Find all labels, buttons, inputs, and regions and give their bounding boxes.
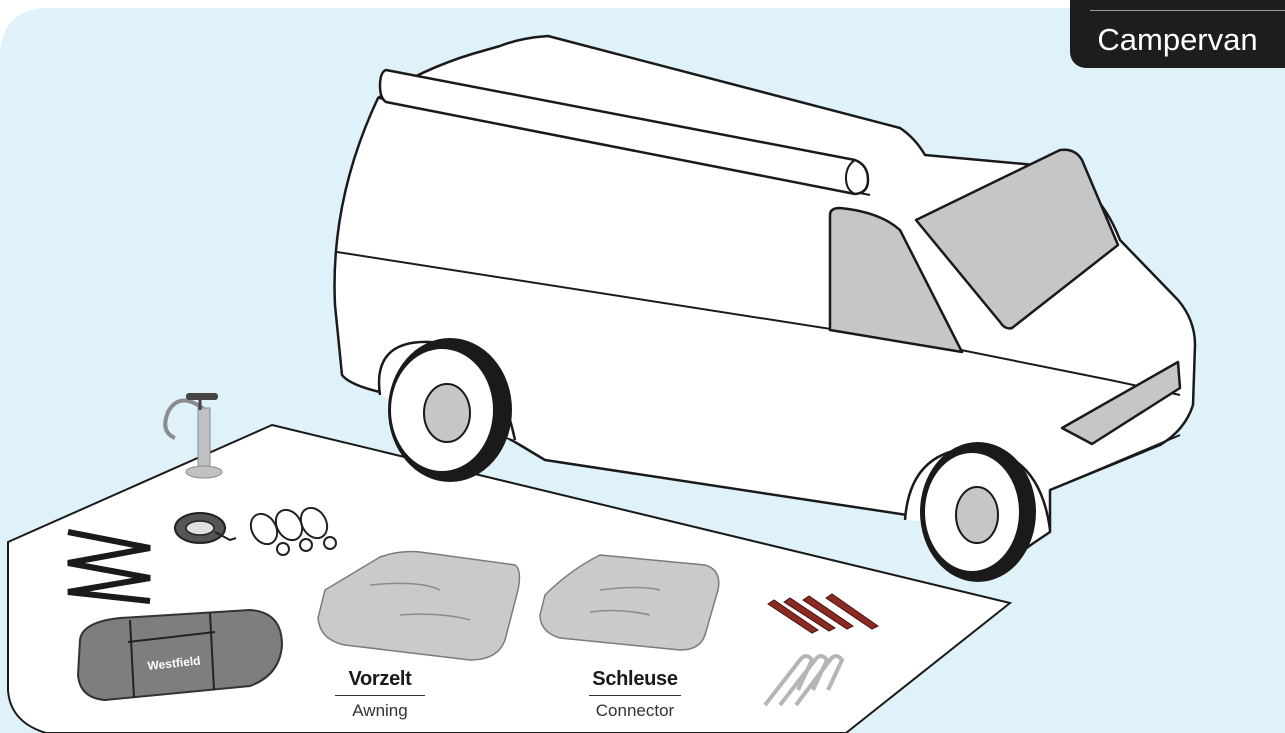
front-wheel [920, 442, 1036, 582]
connector-label-en: Connector [575, 700, 695, 722]
badge-label: Campervan [1070, 20, 1285, 60]
connector-label-de: Schleuse [575, 666, 695, 692]
awning-label-en: Awning [330, 700, 430, 722]
awning-label: Vorzelt Awning [330, 666, 430, 722]
connector-label-rule [589, 695, 681, 696]
tent-bag-icon: Westfield [78, 610, 282, 700]
campervan-badge: Campervan [1070, 0, 1285, 68]
awning-label-de: Vorzelt [330, 666, 430, 692]
connector-label: Schleuse Connector [575, 666, 695, 722]
badge-rule [1090, 10, 1285, 11]
awning-label-rule [335, 695, 425, 696]
rear-wheel [388, 338, 512, 482]
